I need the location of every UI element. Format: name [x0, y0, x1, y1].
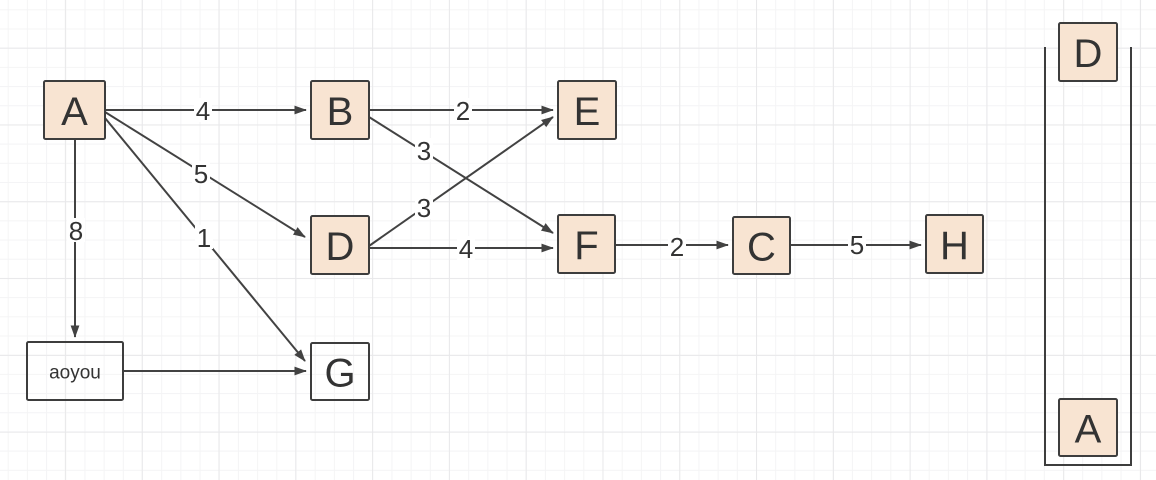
node-H[interactable]: H	[925, 214, 984, 274]
node-A[interactable]: A	[43, 80, 106, 140]
stack-D-label: D	[1074, 32, 1103, 76]
stack-A-label: A	[1075, 408, 1102, 452]
node-F-label: F	[574, 224, 598, 268]
edge-weight-A-aoyou[interactable]: 8	[69, 216, 83, 246]
edge-weight-F-C[interactable]: 2	[670, 232, 684, 262]
node-B[interactable]: B	[310, 80, 370, 140]
stack-D-box[interactable]	[1058, 22, 1118, 82]
edge-weight-D-F[interactable]: 4	[459, 234, 473, 264]
edge-weight-B-E[interactable]: 2	[456, 96, 470, 126]
stack-D[interactable]: D	[1058, 22, 1118, 82]
edge-D-E[interactable]: 3	[368, 116, 554, 247]
node-E-label: E	[574, 90, 601, 134]
edge-A-aoyou[interactable]: 8	[67, 139, 85, 338]
node-G-box[interactable]	[310, 342, 370, 401]
node-E[interactable]: E	[557, 80, 617, 140]
edge-D-F[interactable]: 4	[369, 234, 554, 264]
node-D-label: D	[326, 225, 355, 269]
node-H-box[interactable]	[925, 214, 984, 274]
node-C[interactable]: C	[732, 216, 791, 275]
edge-weight-A-G[interactable]: 1	[197, 223, 211, 253]
edge-F-C[interactable]: 2	[615, 232, 729, 262]
node-B-label: B	[327, 90, 354, 134]
edge-weight-chip-C-H	[848, 232, 866, 256]
edge-weight-A-D[interactable]: 5	[194, 159, 208, 189]
edge-A-D[interactable]: 5	[104, 111, 306, 238]
node-A-box[interactable]	[43, 80, 106, 140]
node-C-label: C	[747, 226, 776, 270]
node-E-box[interactable]	[557, 80, 617, 140]
edge-weight-chip-A-aoyou	[67, 218, 85, 242]
node-D[interactable]: D	[310, 215, 370, 275]
node-H-label: H	[940, 224, 969, 268]
node-G-label: G	[324, 352, 355, 396]
edge-weight-A-B[interactable]: 4	[196, 96, 210, 126]
edge-weight-chip-B-E	[454, 98, 472, 122]
edge-weight-chip-A-G	[195, 225, 213, 249]
edge-weight-D-E[interactable]: 3	[417, 193, 431, 223]
node-aoyou-box[interactable]	[26, 341, 124, 401]
edge-B-E[interactable]: 2	[369, 96, 554, 126]
edge-weight-chip-B-F	[415, 138, 433, 162]
node-G[interactable]: G	[310, 342, 370, 401]
node-aoyou[interactable]: aoyou	[26, 341, 124, 401]
node-C-box[interactable]	[732, 216, 791, 275]
edge-weight-C-H[interactable]: 5	[850, 230, 864, 260]
edge-weight-chip-D-E	[415, 195, 433, 219]
node-D-box[interactable]	[310, 215, 370, 275]
edge-weight-chip-A-B	[194, 98, 212, 122]
stack-outline[interactable]	[1044, 47, 1132, 466]
edge-weight-chip-F-C	[668, 234, 686, 258]
node-A-label: A	[61, 90, 88, 134]
stack-A[interactable]: A	[1058, 398, 1118, 457]
edge-weight-chip-D-F	[457, 236, 475, 260]
edge-weight-chip-A-D	[192, 161, 210, 185]
stack-container[interactable]: DA	[1044, 22, 1132, 466]
node-B-box[interactable]	[310, 80, 370, 140]
edge-B-F[interactable]: 3	[368, 116, 554, 234]
node-aoyou-label: aoyou	[49, 363, 101, 384]
edge-line-D-E[interactable]	[368, 116, 554, 247]
stack-A-box[interactable]	[1058, 398, 1118, 457]
edge-C-H[interactable]: 5	[790, 230, 922, 260]
edge-weight-B-F[interactable]: 3	[417, 136, 431, 166]
edge-A-B[interactable]: 4	[105, 96, 307, 126]
node-F[interactable]: F	[557, 214, 616, 274]
node-F-box[interactable]	[557, 214, 616, 274]
edge-A-G[interactable]: 1	[104, 117, 306, 362]
edge-line-B-F[interactable]	[368, 116, 554, 234]
